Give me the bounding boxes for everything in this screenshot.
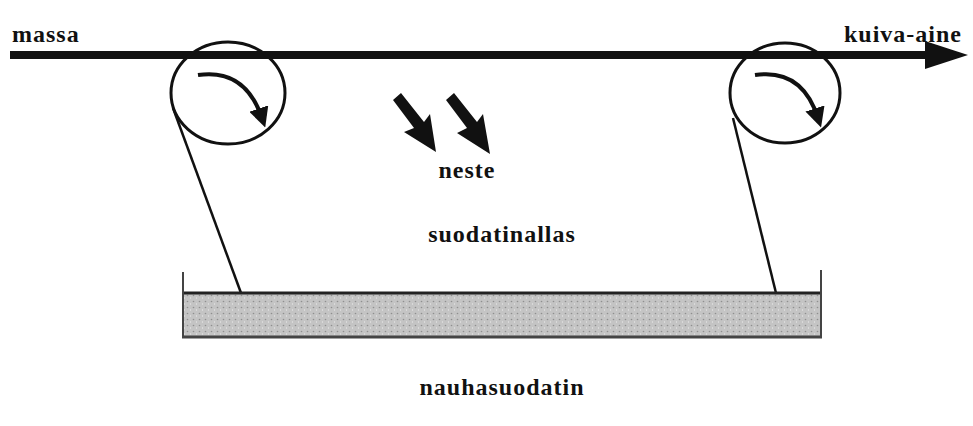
roller	[171, 42, 285, 144]
label-text: kuiva-aine	[844, 22, 962, 46]
belt-line	[173, 108, 241, 293]
label-text: neste	[439, 158, 496, 182]
belt-line	[733, 118, 776, 293]
roller	[730, 43, 840, 143]
label-text: massa	[12, 22, 80, 46]
filter-basin	[182, 270, 822, 338]
liquid-arrow	[393, 93, 490, 154]
process-arrow	[10, 41, 968, 69]
label-text: suodatinallas	[428, 222, 576, 246]
caption: nauhasuodatin	[419, 375, 584, 399]
